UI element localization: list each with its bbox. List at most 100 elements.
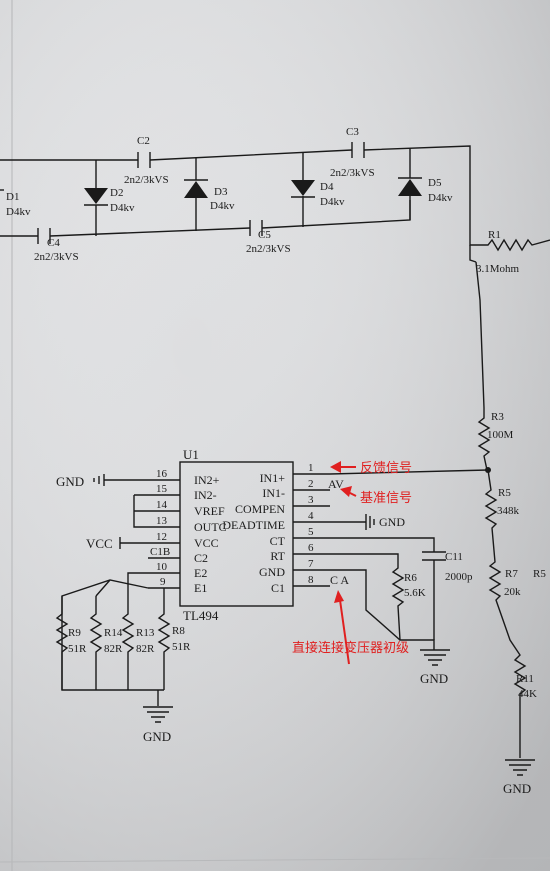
pin-15-num: 15 xyxy=(156,483,168,495)
high-voltage-wire xyxy=(469,245,485,409)
multiplier-wires xyxy=(0,145,471,237)
C4-ref: C4 xyxy=(47,237,60,249)
R5-partial-ref: R5 xyxy=(533,568,546,580)
resistor-R3-symbol xyxy=(477,408,491,471)
annotation-feedback: 反馈信号 xyxy=(360,461,412,476)
rt-resistor-R6 xyxy=(330,553,405,641)
pin-16-num: 16 xyxy=(156,468,168,480)
pin-12-num: 12 xyxy=(156,531,167,543)
capacitor-C2-symbol xyxy=(137,152,151,168)
pin-13-name: OUTC xyxy=(194,520,227,534)
vcc-label: VCC xyxy=(86,536,113,551)
R3-value: 100M xyxy=(487,429,514,441)
pin-15-name: IN2- xyxy=(194,488,217,502)
ground-symbol-timing xyxy=(420,649,450,666)
R1-ref: R1 xyxy=(488,229,501,241)
C4-value: 2n2/3kVS xyxy=(34,251,79,263)
pin-9-name: E1 xyxy=(194,581,207,595)
R5-value: 348k xyxy=(497,505,520,517)
R11-ref: R11 xyxy=(516,673,534,685)
gnd-label-pin16: GND xyxy=(56,474,84,489)
R9-ref: R9 xyxy=(68,627,81,639)
capacitor-C3-symbol xyxy=(351,142,365,158)
feedback-wire xyxy=(329,469,489,475)
gnd-label-emitter: GND xyxy=(143,729,171,744)
ground-symbol-divider xyxy=(505,759,535,776)
R7-value: 20k xyxy=(504,586,521,598)
annotation-feedback-arrow xyxy=(330,461,356,473)
pin-6-num: 6 xyxy=(308,542,314,554)
C3-ref: C3 xyxy=(346,126,359,138)
pin-6-name: RT xyxy=(270,549,285,563)
pin-11-name: C2 xyxy=(194,551,208,565)
R14-value: 82R xyxy=(104,643,123,655)
pin-9-num: 9 xyxy=(160,576,166,588)
resistor-R1-symbol xyxy=(469,236,550,252)
R13-ref: R13 xyxy=(136,627,155,639)
diode-D4-symbol xyxy=(291,180,315,198)
emitter-wires xyxy=(61,572,149,690)
D2-value: D4kv xyxy=(110,202,135,214)
pin-4-name: DEADTIME xyxy=(222,518,285,532)
page-border-bottom xyxy=(0,857,550,863)
vcc-bar xyxy=(119,537,148,549)
pin-5-name: CT xyxy=(270,534,286,548)
gnd-label-divider: GND xyxy=(503,781,531,796)
pin-14-num: 14 xyxy=(156,499,168,511)
annotation-transformer-arrow xyxy=(334,590,350,665)
pin-4-num: 4 xyxy=(308,510,314,522)
D4-ref: D4 xyxy=(320,181,334,193)
R7-ref: R7 xyxy=(505,568,518,580)
ic-left-pins xyxy=(148,479,180,589)
gnd-pin7-wire xyxy=(330,569,435,650)
annotation-reference: 基准信号 xyxy=(360,491,412,506)
R8-ref: R8 xyxy=(172,625,185,637)
pin-8-name: C1 xyxy=(271,581,285,595)
pin-2-num: 2 xyxy=(308,478,314,490)
pin-2-name: IN1- xyxy=(262,486,285,500)
D1-ref: D1 xyxy=(6,191,19,203)
D2-ref: D2 xyxy=(110,187,123,199)
ic-right-pin-numbers: 1 2 3 4 5 6 7 8 xyxy=(308,462,314,586)
R6-ref: R6 xyxy=(404,572,417,584)
gnd-label-timing: GND xyxy=(420,671,448,686)
R9-value: 51R xyxy=(68,643,87,655)
R13-value: 82R xyxy=(136,643,155,655)
pin-3-name: COMPEN xyxy=(235,502,285,516)
pin-13-num: 13 xyxy=(156,515,168,527)
diode-D3-symbol xyxy=(184,179,208,198)
pin15-14-13-tie xyxy=(133,494,148,528)
ic-right-pin-names: IN1+ IN1- COMPEN DEADTIME CT RT GND C1 xyxy=(222,471,285,595)
resistor-R9-symbol xyxy=(55,596,164,691)
C2-value: 2n2/3kVS xyxy=(124,174,169,186)
capacitor-C4-symbol xyxy=(37,228,51,244)
pin-10-name: E2 xyxy=(194,566,207,580)
C11-value: 2000p xyxy=(445,571,473,583)
ic-left-pin-names: IN2+ IN2- VREF OUTC VCC C2 E2 E1 xyxy=(194,473,227,595)
pin-1-name: IN1+ xyxy=(260,471,286,485)
pin-5-num: 5 xyxy=(308,526,314,538)
annotation-reference-arrow xyxy=(340,486,357,497)
ic-body xyxy=(179,461,294,607)
resistor-R14-symbol xyxy=(89,596,103,690)
R14-ref: R14 xyxy=(104,627,123,639)
capacitor-C5-symbol xyxy=(249,220,263,236)
ic-right-pins xyxy=(293,473,330,587)
pin-16-name: IN2+ xyxy=(194,473,220,487)
ct-timing-capacitor xyxy=(330,537,446,640)
ca-net-label: C A xyxy=(330,573,349,587)
gnd-label-pin4: GND xyxy=(379,515,405,529)
resistor-R8-symbol xyxy=(157,588,171,690)
C3-value: 2n2/3kVS xyxy=(330,167,375,179)
C2-ref: C2 xyxy=(137,135,150,147)
pin-3-num: 3 xyxy=(308,494,314,506)
R11-value: 44K xyxy=(518,688,537,700)
ground-symbol-pin4 xyxy=(330,514,375,530)
R1-value: 3.1Mohm xyxy=(476,263,520,275)
C5-ref: C5 xyxy=(258,229,271,241)
pin-7-name: GND xyxy=(259,565,285,579)
pin-7-num: 7 xyxy=(308,558,314,570)
